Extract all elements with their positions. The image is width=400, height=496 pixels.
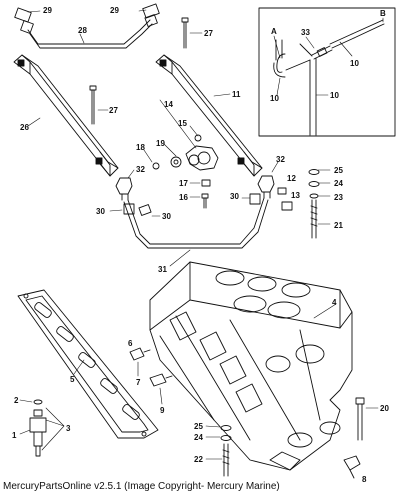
callout-20: 20 (380, 404, 389, 413)
callout-29-left: 29 (43, 6, 52, 15)
fuel-supply-line (123, 197, 269, 249)
callout-25-right: 25 (334, 166, 343, 175)
callout-16: 16 (179, 193, 188, 202)
fuel-rail-left (13, 54, 119, 177)
fuel-rail-right (155, 54, 263, 177)
callout-28: 28 (78, 26, 87, 35)
callout-29-right: 29 (110, 6, 119, 15)
callout-31: 31 (158, 265, 167, 274)
callout-32-right: 32 (276, 155, 285, 164)
callout-14: 14 (164, 100, 173, 109)
fitting-32-right (257, 175, 275, 199)
callout-12: 12 (287, 174, 296, 183)
fitting-30-left (123, 203, 152, 216)
inset-hose-assembly (273, 19, 385, 136)
bolt-27-left (89, 85, 97, 125)
callout-21: 21 (334, 221, 343, 230)
callout-26: 26 (20, 123, 29, 132)
callout-33: 33 (301, 28, 310, 37)
callout-27-left: 27 (109, 106, 118, 115)
callout-25-bottom: 25 (194, 422, 203, 431)
connector-9 (149, 373, 173, 387)
callout-8: 8 (362, 475, 367, 484)
callout-18: 18 (136, 143, 145, 152)
callout-15: 15 (178, 119, 187, 128)
callout-10-inset-right: 10 (350, 59, 359, 68)
clip-13 (281, 201, 293, 211)
callout-1: 1 (12, 431, 17, 440)
stud-stack-right (308, 169, 320, 239)
callout-10-inset-left: 10 (270, 94, 279, 103)
callout-3: 3 (66, 424, 71, 433)
detail-inset-box (258, 7, 396, 137)
intake-manifold (149, 261, 353, 471)
callout-9: 9 (160, 406, 165, 415)
bolt-16 (201, 193, 209, 209)
copyright-caption: MercuryPartsOnline v2.5.1 (Image Copyrig… (3, 481, 280, 492)
callout-30-right: 30 (230, 192, 239, 201)
nut-17 (201, 179, 211, 187)
callout-32-left: 32 (136, 165, 145, 174)
callout-10-inset-mid: 10 (330, 91, 339, 100)
callout-17: 17 (179, 179, 188, 188)
fitting-30-right (249, 193, 261, 205)
fitting-29-right (142, 3, 160, 27)
inset-label-a: A (271, 27, 277, 36)
bolt-27-top (181, 17, 189, 49)
intake-gasket (17, 289, 159, 439)
fitting-32-left (115, 177, 133, 201)
fuel-crossover-tube (27, 19, 153, 49)
inset-label-b: B (380, 9, 386, 18)
bolt-20 (355, 397, 365, 441)
callout-22: 22 (194, 455, 203, 464)
callout-24-right: 24 (334, 179, 343, 188)
callout-23: 23 (334, 193, 343, 202)
callout-2: 2 (14, 396, 19, 405)
sensor-8 (343, 455, 361, 479)
callout-19: 19 (156, 139, 165, 148)
callout-30-mid: 30 (162, 212, 171, 221)
callout-27-top: 27 (204, 29, 213, 38)
fitting-29-left (14, 7, 34, 34)
callout-30-left: 30 (96, 207, 105, 216)
callout-11: 11 (232, 90, 241, 99)
connector-6 (129, 347, 151, 361)
callout-13: 13 (291, 191, 300, 200)
screw-12 (277, 187, 287, 195)
callout-7: 7 (136, 378, 141, 387)
stud-stack-bottom (220, 425, 232, 477)
fuel-pressure-regulator (152, 134, 219, 171)
callout-5: 5 (70, 375, 75, 384)
callout-24-bottom: 24 (194, 433, 203, 442)
callout-4: 4 (332, 298, 337, 307)
fuel-injector (29, 399, 47, 457)
callout-6: 6 (128, 339, 133, 348)
